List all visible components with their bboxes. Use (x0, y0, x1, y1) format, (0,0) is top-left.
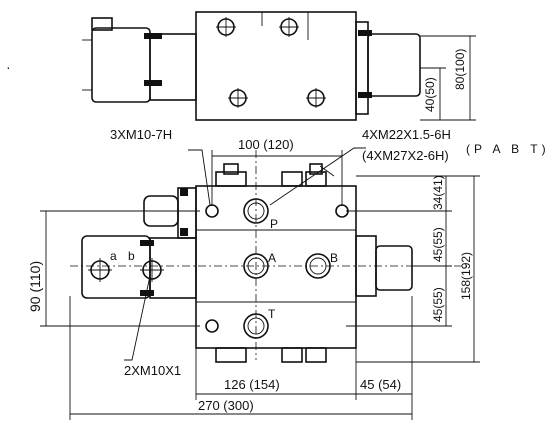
bottom-bolt-caps (215, 347, 327, 363)
label-small-holes: 2XM10X1 (124, 363, 181, 378)
dim-left-90: 90 (110) (27, 261, 43, 312)
bottom-view: P A B T a b 3XM10-7H 4XM22X1.5-6H (4XM27… (27, 127, 550, 420)
dim-right-45a: 45(55) (431, 227, 445, 262)
dim-right-34: 34(41) (431, 175, 445, 210)
right-housing (375, 245, 413, 291)
leader-port-threads (269, 147, 366, 206)
port-b (305, 253, 331, 279)
gauge-a-label: a (110, 249, 117, 263)
label-port-threads-alt: (4XM27X2-6H) (362, 148, 449, 163)
port-t (243, 313, 269, 339)
dim-right-45b: 45(55) (431, 287, 445, 322)
top-view: 40(50) 80(100) · (6, 11, 476, 121)
top-right-housing (367, 33, 421, 97)
label-port-threads: 4XM22X1.5-6H (362, 127, 451, 142)
port-t-label: T (268, 307, 276, 321)
left-housing (81, 235, 151, 299)
top-left-actuator (149, 33, 197, 101)
svg-text:·: · (6, 59, 11, 75)
dim-bottom-45: 45 (54) (360, 377, 401, 392)
dim-right-158: 158(192) (459, 252, 473, 300)
label-port-names: (P A B T) (466, 142, 550, 156)
valve-body (195, 185, 357, 349)
dim-100: 100 (120) (238, 137, 294, 152)
dim-top-40: 40(50) (423, 77, 437, 112)
leader-small-holes (124, 275, 151, 361)
label-mount-bolts: 3XM10-7H (110, 127, 172, 142)
dim-top-80: 80(100) (453, 49, 467, 90)
left-actuator (149, 237, 197, 299)
top-left-housing (91, 27, 151, 103)
port-p (243, 198, 269, 224)
port-a (243, 253, 269, 279)
gauge-b-label: b (128, 249, 135, 263)
mount-hole-3 (205, 319, 219, 333)
top-left-cap (91, 17, 113, 31)
port-a-label: A (268, 251, 276, 265)
top-bolt-caps (215, 163, 327, 187)
top-valve-body (195, 11, 357, 121)
dim-bottom-270: 270 (300) (198, 398, 254, 413)
dim-bottom-126: 126 (154) (224, 377, 280, 392)
port-b-label: B (330, 251, 338, 265)
port-p-label: P (270, 217, 278, 231)
mount-hole-1 (205, 204, 219, 218)
leader-mount-bolts (188, 149, 211, 206)
